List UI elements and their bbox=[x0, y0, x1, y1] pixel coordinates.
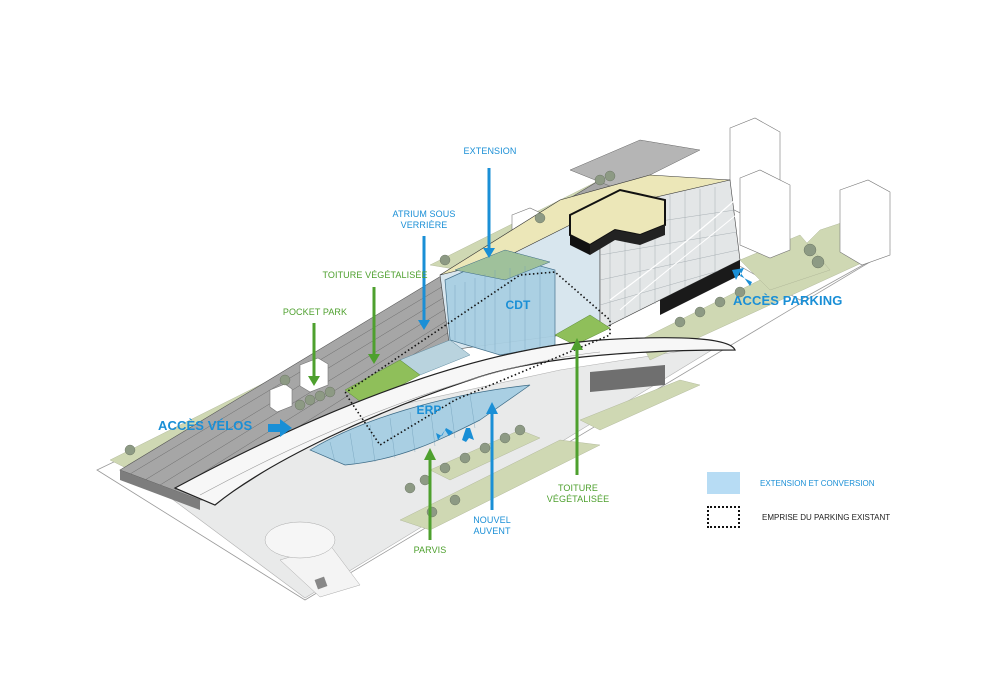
legend-item-extension: EXTENSION ET CONVERSION bbox=[707, 470, 927, 496]
legend: EXTENSION ET CONVERSION EMPRISE DU PARKI… bbox=[707, 470, 927, 538]
overpass-canopy bbox=[173, 337, 736, 506]
green-roofs bbox=[344, 314, 611, 406]
trees bbox=[124, 170, 825, 518]
label-toiture-vegetalisee-top: TOITURE VÉGÉTALISÉE bbox=[322, 270, 428, 280]
label-cdt: CDT bbox=[505, 298, 531, 312]
erp-hall bbox=[309, 384, 531, 466]
label-acces-velos: ACCÈS VÉLOS bbox=[158, 418, 253, 433]
label-acces-parking: ACCÈS PARKING bbox=[733, 293, 843, 308]
label-parvis: PARVIS bbox=[413, 545, 447, 555]
legend-label: EXTENSION ET CONVERSION bbox=[760, 478, 875, 488]
access-arrows bbox=[268, 268, 752, 442]
label-nouvel-auvent: NOUVEL AUVENT bbox=[473, 515, 511, 536]
legend-label: EMPRISE DU PARKING EXISTANT bbox=[762, 512, 891, 522]
label-toiture-vegetalisee-bottom: TOITURE VÉGÉTALISÉE bbox=[546, 483, 610, 504]
existing-parking-footprint bbox=[344, 271, 611, 447]
green-pointer-arrows bbox=[308, 287, 583, 540]
label-atrium-sous-verriere: ATRIUM SOUS VERRIÈRE bbox=[392, 209, 456, 230]
dotted-outline-swatch-icon bbox=[707, 506, 740, 528]
label-erp: ERP bbox=[416, 403, 442, 417]
glass-extension bbox=[399, 249, 556, 376]
light-blue-swatch-icon bbox=[707, 472, 740, 494]
blue-pointer-arrows bbox=[418, 168, 498, 510]
label-pocket-park: POCKET PARK bbox=[282, 307, 348, 317]
label-extension: EXTENSION bbox=[463, 146, 517, 156]
legend-item-parking-footprint: EMPRISE DU PARKING EXISTANT bbox=[707, 504, 927, 530]
